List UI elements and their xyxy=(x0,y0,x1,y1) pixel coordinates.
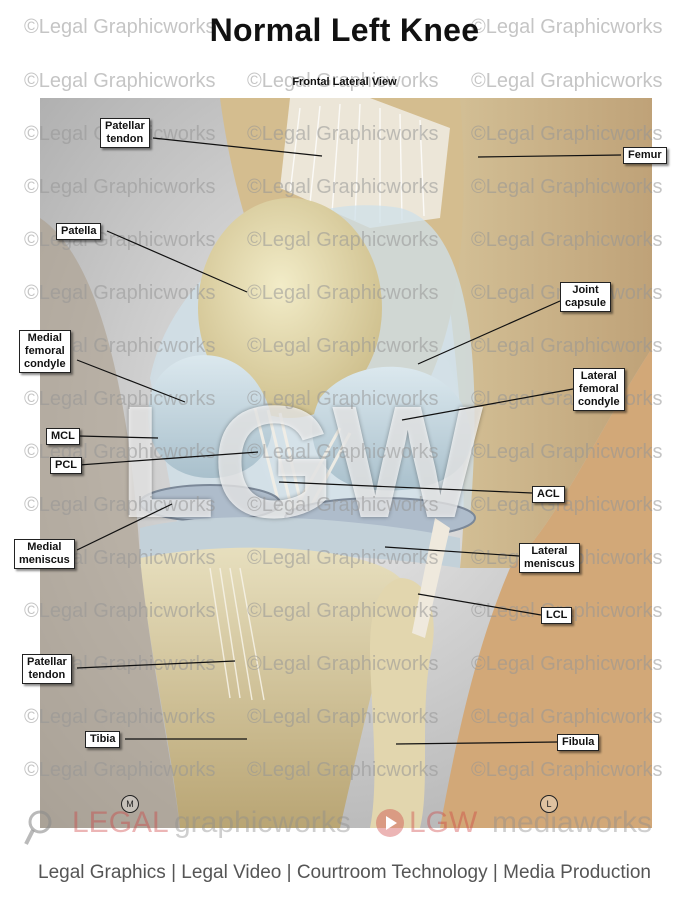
label-acl: ACL xyxy=(532,486,565,503)
label-femur: Femur xyxy=(623,147,667,164)
brand-mediaworks: mediaworks xyxy=(492,806,653,839)
label-lcl: LCL xyxy=(541,607,573,624)
brand-lgw: LGW xyxy=(409,806,478,839)
label-mcl: MCL xyxy=(46,428,80,445)
brand-legal: LEGAL xyxy=(72,806,169,839)
medial-marker: M xyxy=(121,795,139,813)
label-pcl: PCL xyxy=(50,457,82,474)
view-subtitle: Frontal Lateral View xyxy=(292,76,397,88)
label-patellar-tendon-top: Patellar tendon xyxy=(100,118,150,148)
label-patella: Patella xyxy=(56,223,102,240)
page-title: Normal Left Knee xyxy=(209,12,480,48)
tagline: Legal Graphics | Legal Video | Courtroom… xyxy=(38,862,651,883)
label-lateral-femoral-condyle: Lateral femoral condyle xyxy=(573,368,625,411)
label-medial-femoral-condyle: Medial femoral condyle xyxy=(19,330,71,373)
knee-illustration xyxy=(40,98,652,828)
play-icon xyxy=(376,809,404,837)
brand-graphicworks: graphicworks xyxy=(174,806,351,839)
knee-anatomy-drawing xyxy=(40,98,652,828)
label-fibula: Fibula xyxy=(557,734,600,751)
label-medial-meniscus: Medial meniscus xyxy=(14,539,75,569)
label-patellar-tendon-bottom: Patellar tendon xyxy=(22,654,72,684)
magnifier-icon xyxy=(24,810,52,845)
lateral-marker: L xyxy=(540,795,558,813)
lgw-watermark-logo: LGW xyxy=(118,372,483,551)
label-joint-capsule: Joint capsule xyxy=(560,282,611,312)
label-lateral-meniscus: Lateral meniscus xyxy=(519,543,580,573)
label-tibia: Tibia xyxy=(85,731,121,748)
